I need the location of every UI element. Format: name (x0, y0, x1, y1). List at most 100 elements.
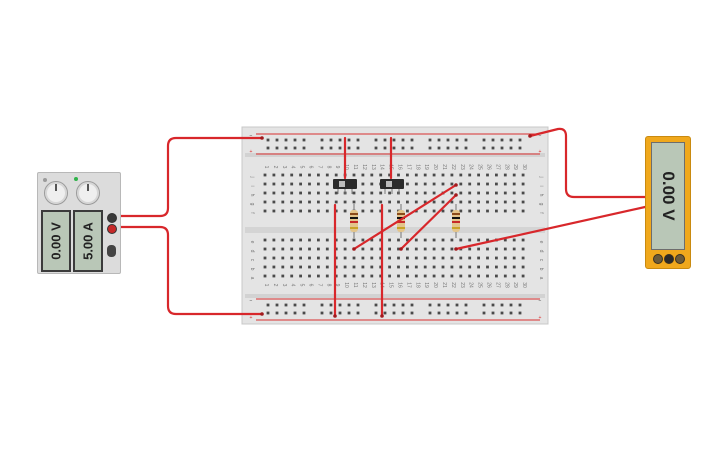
hole[interactable] (302, 303, 306, 307)
hole[interactable] (518, 146, 522, 150)
hole[interactable] (512, 265, 516, 269)
hole[interactable] (361, 182, 365, 186)
hole[interactable] (423, 209, 427, 213)
hole[interactable] (406, 191, 409, 195)
hole[interactable] (509, 146, 513, 150)
hole[interactable] (432, 182, 436, 186)
hole[interactable] (343, 247, 347, 251)
hole[interactable] (401, 311, 405, 315)
hole[interactable] (450, 247, 454, 251)
hole[interactable] (437, 146, 441, 150)
hole[interactable] (266, 138, 270, 142)
hole[interactable] (450, 256, 454, 260)
hole[interactable] (299, 200, 302, 204)
hole[interactable] (477, 209, 480, 213)
hole[interactable] (383, 138, 387, 142)
hole[interactable] (464, 146, 468, 150)
hole[interactable] (491, 311, 495, 315)
resistor-2[interactable] (397, 204, 405, 238)
hole[interactable] (432, 191, 436, 195)
hole[interactable] (423, 238, 427, 242)
hole[interactable] (406, 209, 409, 213)
hole[interactable] (374, 138, 378, 142)
slide-switch-2[interactable] (380, 179, 404, 194)
hole[interactable] (406, 182, 409, 186)
hole[interactable] (325, 191, 329, 195)
hole[interactable] (302, 146, 306, 150)
hole[interactable] (308, 238, 311, 242)
hole[interactable] (441, 256, 445, 260)
hole[interactable] (272, 209, 276, 213)
hole[interactable] (459, 191, 463, 195)
hole[interactable] (414, 200, 418, 204)
hole[interactable] (388, 200, 391, 204)
hole[interactable] (500, 138, 504, 142)
hole[interactable] (317, 209, 320, 213)
hole[interactable] (432, 256, 436, 260)
hole[interactable] (503, 200, 507, 204)
hole[interactable] (281, 265, 285, 269)
hole[interactable] (459, 274, 463, 278)
hole[interactable] (450, 274, 454, 278)
hole[interactable] (379, 238, 383, 242)
hole[interactable] (334, 209, 338, 213)
hole[interactable] (512, 200, 516, 204)
hole[interactable] (338, 138, 342, 142)
hole[interactable] (379, 274, 383, 278)
hole[interactable] (423, 200, 427, 204)
hole[interactable] (414, 173, 418, 177)
hole[interactable] (486, 238, 489, 242)
hole[interactable] (459, 209, 463, 213)
hole[interactable] (491, 146, 495, 150)
mode-resistance-button[interactable] (675, 254, 685, 264)
hole[interactable] (397, 200, 400, 204)
hole[interactable] (263, 256, 267, 260)
hole[interactable] (290, 209, 294, 213)
hole[interactable] (290, 173, 294, 177)
hole[interactable] (299, 256, 302, 260)
hole[interactable] (325, 200, 329, 204)
hole[interactable] (281, 238, 285, 242)
hole[interactable] (423, 265, 427, 269)
hole[interactable] (284, 303, 288, 307)
hole[interactable] (495, 247, 498, 251)
hole[interactable] (503, 247, 507, 251)
hole[interactable] (414, 182, 418, 186)
hole[interactable] (275, 146, 279, 150)
hole[interactable] (441, 173, 445, 177)
voltage-knob[interactable] (44, 181, 68, 205)
hole[interactable] (512, 191, 516, 195)
hole[interactable] (383, 311, 387, 315)
hole[interactable] (414, 256, 418, 260)
hole[interactable] (334, 247, 338, 251)
hole[interactable] (317, 173, 320, 177)
hole[interactable] (361, 256, 365, 260)
hole[interactable] (281, 200, 285, 204)
breadboard[interactable]: 1122334455667788991010111112121313141415… (241, 126, 549, 325)
hole[interactable] (410, 138, 414, 142)
hole[interactable] (293, 146, 297, 150)
hole[interactable] (317, 265, 320, 269)
hole[interactable] (263, 209, 267, 213)
hole[interactable] (441, 209, 445, 213)
hole[interactable] (266, 311, 270, 315)
hole[interactable] (334, 256, 338, 260)
hole[interactable] (428, 311, 432, 315)
hole[interactable] (361, 191, 365, 195)
hole[interactable] (293, 311, 297, 315)
hole[interactable] (308, 265, 311, 269)
hole[interactable] (423, 274, 427, 278)
hole[interactable] (423, 191, 427, 195)
hole[interactable] (397, 256, 400, 260)
hole[interactable] (379, 256, 383, 260)
hole[interactable] (482, 303, 486, 307)
hole[interactable] (521, 209, 525, 213)
hole[interactable] (325, 182, 329, 186)
hole[interactable] (401, 303, 405, 307)
hole[interactable] (308, 191, 311, 195)
hole[interactable] (266, 146, 270, 150)
hole[interactable] (450, 209, 454, 213)
hole[interactable] (334, 200, 338, 204)
hole[interactable] (495, 173, 498, 177)
hole[interactable] (374, 303, 378, 307)
